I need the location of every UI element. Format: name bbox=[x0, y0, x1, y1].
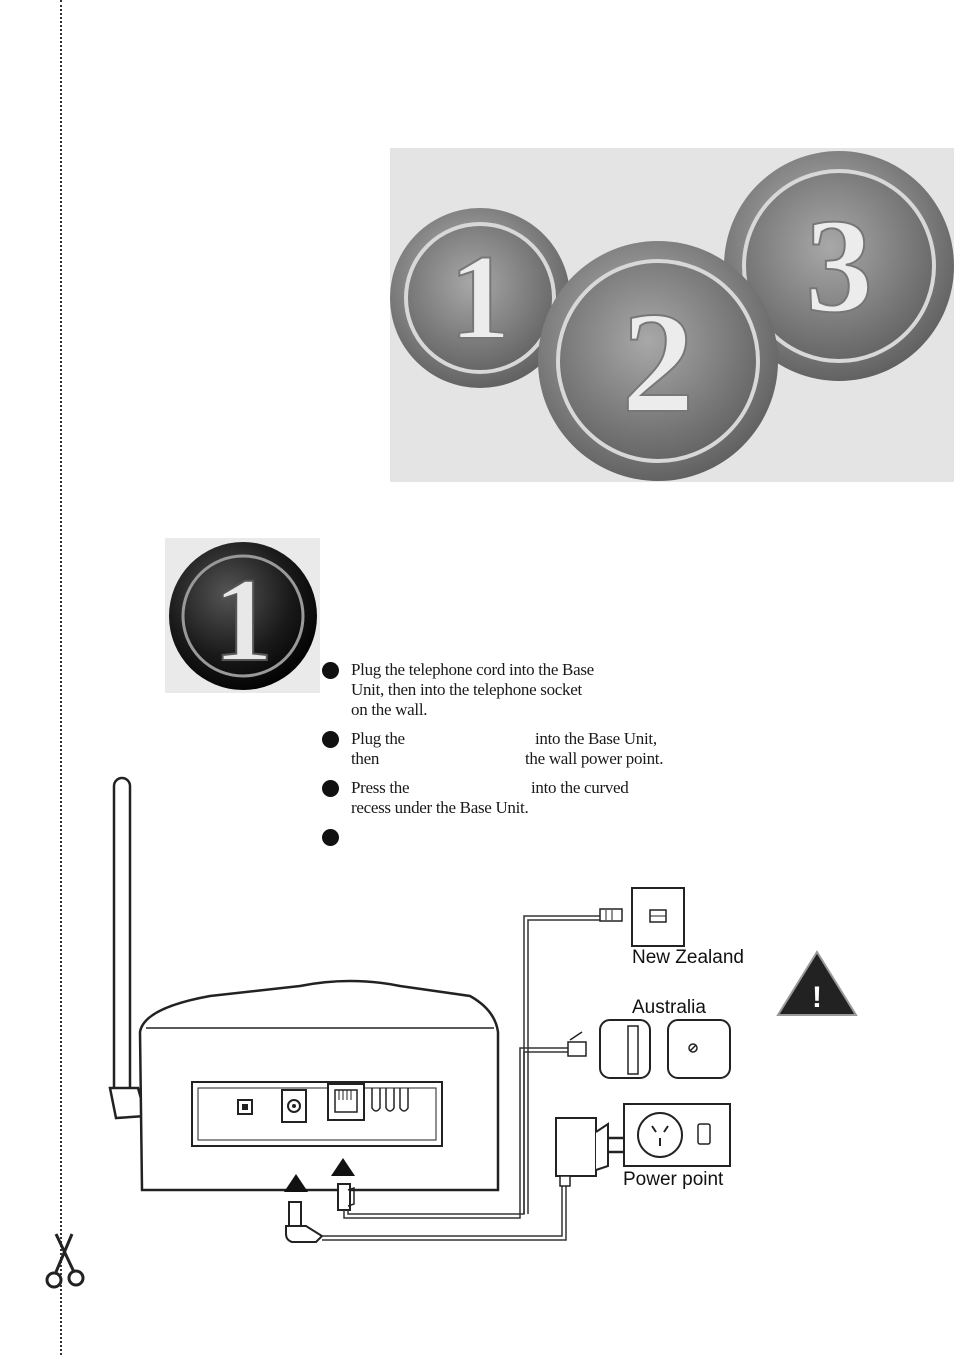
antenna bbox=[108, 776, 148, 1120]
warning-symbol: ! bbox=[812, 981, 822, 1014]
instruction-text: into the curved bbox=[531, 778, 629, 797]
bullet-icon bbox=[322, 731, 339, 748]
instruction-item: Plug the into the Base Unit, then the wall… bbox=[322, 729, 722, 769]
phone-cable-au bbox=[343, 1047, 568, 1219]
ball-3: 3 bbox=[724, 151, 954, 381]
instruction-text: Unit, then into the telephone socket bbox=[351, 680, 582, 699]
bullet-icon bbox=[322, 780, 339, 797]
step-1-badge: 1 bbox=[165, 538, 320, 693]
connection-diagram: ! bbox=[108, 776, 858, 1243]
instruction-text: Press the bbox=[351, 778, 410, 797]
dc-plug bbox=[285, 1201, 324, 1243]
warning-triangle-icon: ! bbox=[776, 950, 858, 1016]
bullet-icon bbox=[322, 829, 339, 846]
nz-wall-socket bbox=[631, 887, 685, 947]
instruction-text: the wall power point. bbox=[525, 749, 664, 768]
cut-line bbox=[60, 0, 62, 1355]
ball-2-number: 2 bbox=[622, 283, 695, 443]
power-cable bbox=[322, 1182, 563, 1237]
instruction-list: Plug the telephone cord into the Base Un… bbox=[322, 660, 722, 846]
instruction-line: on the wall. bbox=[351, 700, 722, 720]
instruction-text: then bbox=[351, 749, 380, 768]
instruction-text: Plug the telephone cord into the Base bbox=[351, 660, 594, 679]
au-adaptor bbox=[567, 1019, 731, 1079]
ball-1-number: 1 bbox=[450, 230, 511, 365]
base-unit bbox=[138, 979, 500, 1192]
power-adaptor bbox=[555, 1117, 626, 1187]
instruction-line: Press the into the curved bbox=[351, 778, 722, 798]
arrow-up-icon bbox=[284, 1174, 308, 1192]
scissors-icon bbox=[45, 1233, 85, 1289]
instruction-text: recess under the Base Unit. bbox=[351, 798, 529, 817]
instruction-item: Plug the telephone cord into the Base Un… bbox=[322, 660, 722, 720]
instruction-line: Plug the into the Base Unit, bbox=[351, 729, 722, 749]
ball-2: 2 bbox=[538, 241, 778, 481]
phone-cable-nz bbox=[523, 915, 600, 1214]
bullet-icon bbox=[322, 662, 339, 679]
instruction-line: Plug the telephone cord into the Base bbox=[351, 660, 722, 680]
instruction-text: on the wall. bbox=[351, 700, 428, 719]
australia-label: Australia bbox=[632, 997, 706, 1018]
instruction-line: Unit, then into the telephone socket bbox=[351, 680, 722, 700]
instruction-text: into the Base Unit, bbox=[535, 729, 657, 748]
ball-3-number: 3 bbox=[805, 192, 873, 341]
ball-1: 1 bbox=[390, 208, 570, 388]
new-zealand-label: New Zealand bbox=[632, 947, 744, 968]
instruction-line: recess under the Base Unit. bbox=[351, 798, 722, 818]
instruction-line: then the wall power point. bbox=[351, 749, 722, 769]
power-point-socket bbox=[623, 1103, 731, 1167]
steps-123-graphic: 1 3 2 bbox=[390, 148, 954, 482]
power-point-label: Power point bbox=[623, 1169, 724, 1190]
step-number: 1 bbox=[213, 553, 273, 686]
instruction-item: Press the into the curved recess under th… bbox=[322, 778, 722, 818]
instruction-text: Plug the bbox=[351, 729, 405, 748]
arrow-up-icon bbox=[331, 1158, 355, 1176]
